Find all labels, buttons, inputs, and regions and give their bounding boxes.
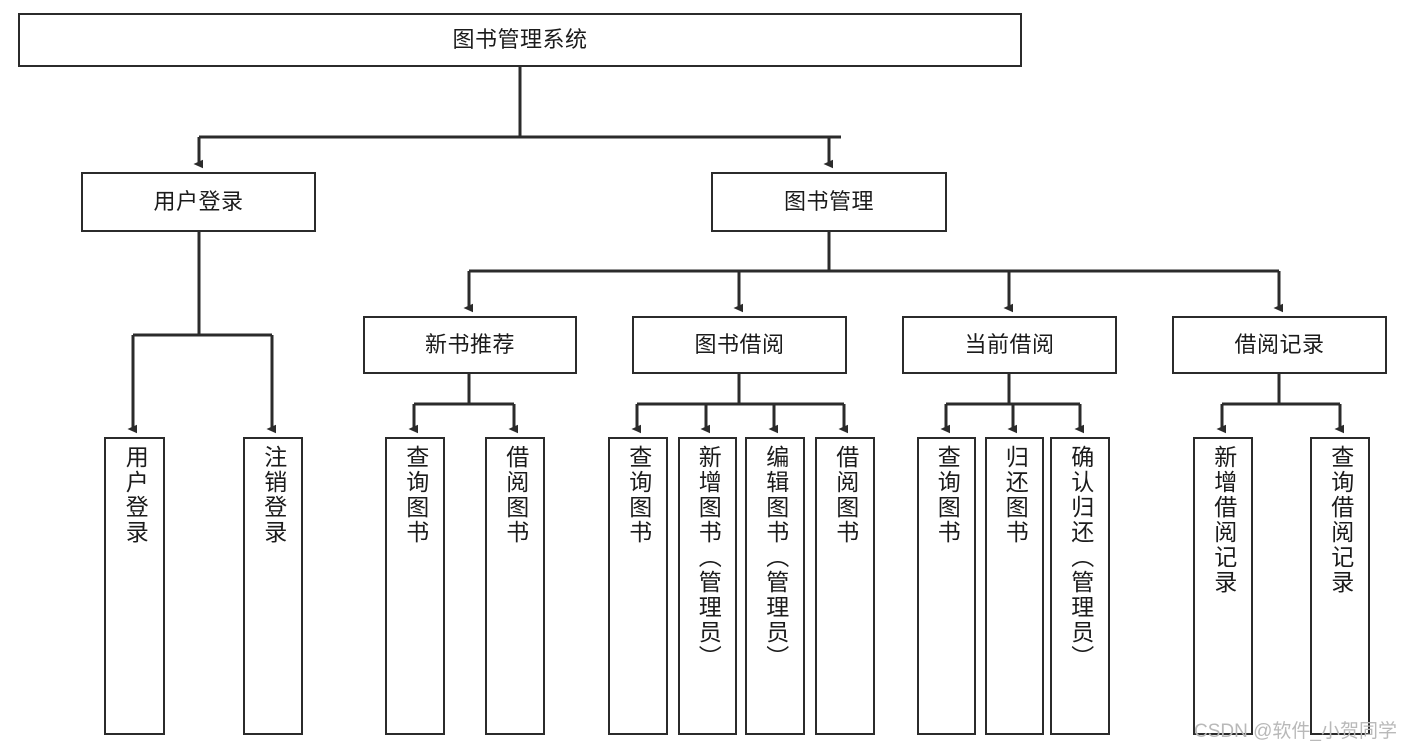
csdn-watermark: CSDN @软件_小贺同学 bbox=[1194, 721, 1397, 742]
node-label: 借阅图书 bbox=[502, 445, 529, 545]
leaf-query-borrow-record[interactable]: 查询借阅记录 bbox=[1310, 437, 1370, 735]
leaf-borrow-book[interactable]: 借阅图书 bbox=[815, 437, 875, 735]
node-label: 图书管理 bbox=[783, 189, 874, 215]
leaf-query-book-borrow[interactable]: 查询图书 bbox=[608, 437, 668, 735]
leaf-add-book-admin[interactable]: 新增图书（管理员） bbox=[678, 437, 737, 735]
node-root-system[interactable]: 图书管理系统 bbox=[18, 13, 1022, 67]
leaf-return-book[interactable]: 归还图书 bbox=[985, 437, 1044, 735]
leaf-user-login[interactable]: 用户登录 bbox=[104, 437, 165, 735]
node-label: 图书管理系统 bbox=[452, 27, 588, 53]
node-label: 新增图书（管理员） bbox=[695, 445, 722, 670]
leaf-logout[interactable]: 注销登录 bbox=[243, 437, 303, 735]
node-label: 借阅记录 bbox=[1234, 332, 1325, 358]
leaf-edit-book-admin[interactable]: 编辑图书（管理员） bbox=[745, 437, 805, 735]
node-label: 用户登录 bbox=[153, 189, 244, 215]
leaf-query-book-recommend[interactable]: 查询图书 bbox=[385, 437, 445, 735]
node-label: 新书推荐 bbox=[424, 332, 515, 358]
node-book-borrow[interactable]: 图书借阅 bbox=[632, 316, 847, 374]
node-label: 新增借阅记录 bbox=[1210, 445, 1237, 595]
node-label: 图书借阅 bbox=[694, 332, 785, 358]
node-borrow-record[interactable]: 借阅记录 bbox=[1172, 316, 1387, 374]
node-label: 编辑图书（管理员） bbox=[762, 445, 789, 670]
node-label: 注销登录 bbox=[260, 445, 287, 545]
node-user-login[interactable]: 用户登录 bbox=[81, 172, 316, 232]
node-label: 确认归还（管理员） bbox=[1067, 445, 1094, 670]
leaf-borrow-book-recommend[interactable]: 借阅图书 bbox=[485, 437, 545, 735]
node-label: 查询图书 bbox=[625, 445, 652, 545]
node-current-borrow[interactable]: 当前借阅 bbox=[902, 316, 1117, 374]
node-label: 查询图书 bbox=[934, 445, 961, 545]
leaf-query-book-current[interactable]: 查询图书 bbox=[917, 437, 976, 735]
node-label: 归还图书 bbox=[1002, 445, 1029, 545]
node-label: 当前借阅 bbox=[964, 332, 1055, 358]
node-label: 借阅图书 bbox=[832, 445, 859, 545]
node-label: 查询图书 bbox=[402, 445, 429, 545]
node-label: 查询借阅记录 bbox=[1327, 445, 1354, 595]
leaf-add-borrow-record[interactable]: 新增借阅记录 bbox=[1193, 437, 1253, 735]
node-book-management[interactable]: 图书管理 bbox=[711, 172, 947, 232]
node-new-book-recommend[interactable]: 新书推荐 bbox=[363, 316, 577, 374]
node-label: 用户登录 bbox=[122, 445, 149, 545]
leaf-confirm-return-admin[interactable]: 确认归还（管理员） bbox=[1050, 437, 1110, 735]
